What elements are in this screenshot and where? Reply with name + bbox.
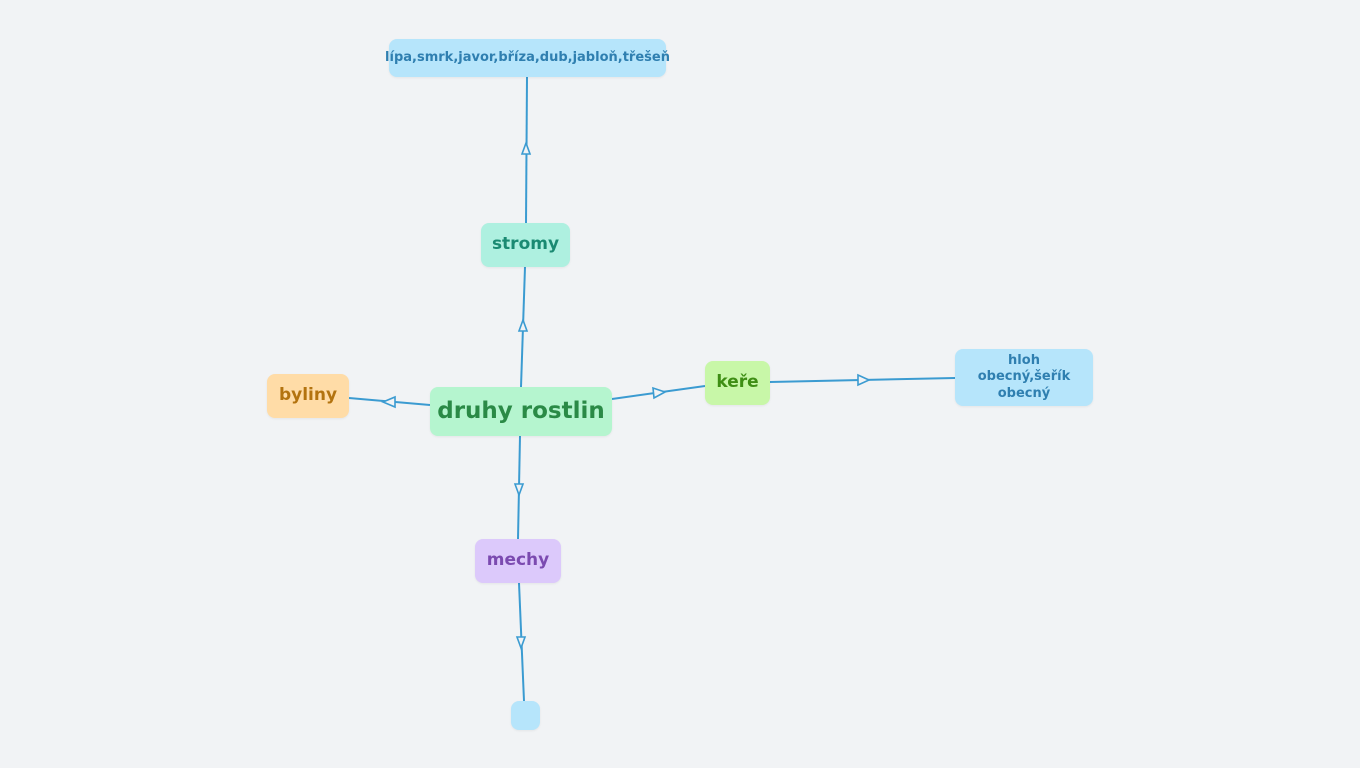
leaf-node-kere-list-label: hloh obecný,šeřík obecný — [977, 353, 1071, 401]
arrow-mechy — [513, 483, 525, 498]
root-node-label: druhy rostlin — [437, 398, 605, 425]
topic-node-byliny-label: byliny — [278, 385, 338, 406]
arrow-leaf-right — [857, 373, 871, 387]
leaf-node-mechy-empty[interactable] — [511, 701, 540, 730]
topic-node-mechy[interactable]: mechy — [475, 539, 561, 583]
arrow-byliny — [380, 395, 396, 409]
topic-node-kere[interactable]: keře — [705, 361, 770, 405]
topic-node-kere-label: keře — [716, 372, 759, 393]
arrow-leaf-bottom — [515, 636, 527, 651]
leaf-node-stromy-list-label: lípa,smrk,javor,bříza,dub,jabloň,třešeň — [385, 49, 670, 65]
topic-node-mechy-label: mechy — [486, 550, 550, 571]
topic-node-byliny[interactable]: byliny — [267, 374, 349, 418]
arrow-stromy — [517, 317, 529, 332]
leaf-node-stromy-list[interactable]: lípa,smrk,javor,bříza,dub,jabloň,třešeň — [385, 39, 670, 77]
arrow-kere — [652, 386, 667, 400]
topic-node-stromy-label: stromy — [491, 234, 560, 255]
root-node[interactable]: druhy rostlin — [430, 387, 612, 436]
leaf-node-kere-list[interactable]: hloh obecný,šeřík obecný — [955, 349, 1093, 406]
arrow-leaf-top — [520, 140, 532, 155]
topic-node-stromy[interactable]: stromy — [481, 223, 570, 267]
